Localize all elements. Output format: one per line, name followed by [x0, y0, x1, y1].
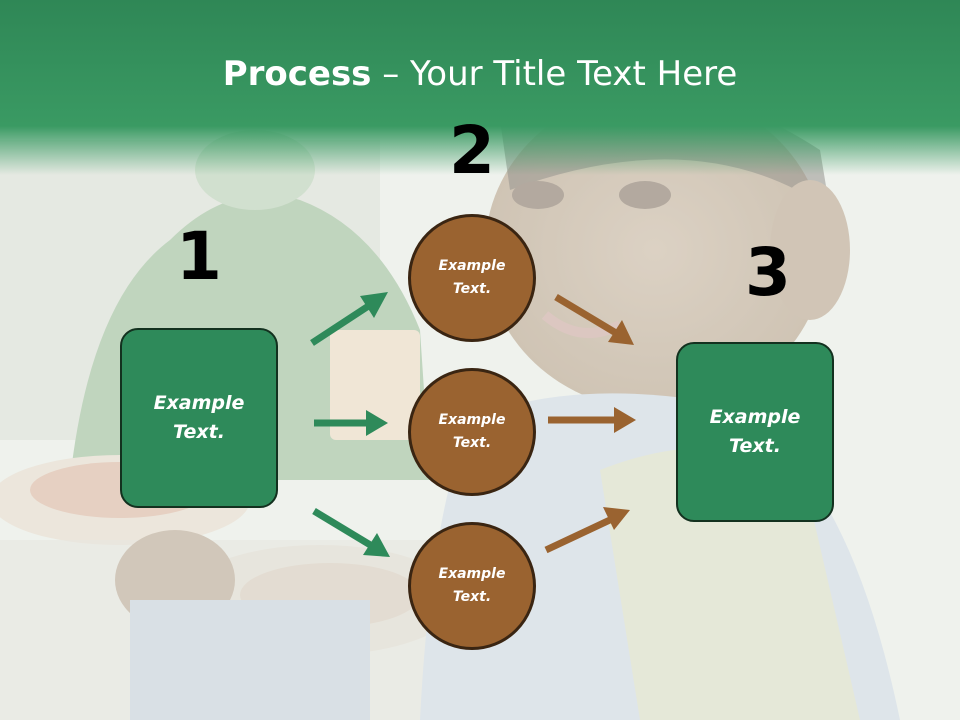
step-number-1: 1 — [176, 218, 222, 295]
step-1-box: Example Text. — [120, 328, 278, 508]
title-bold: Process — [222, 54, 372, 94]
arrow-circle-1-to-3 — [554, 293, 634, 345]
arrow-circle-3-to-3 — [544, 507, 630, 554]
step-2-circle-2: Example Text. — [408, 368, 536, 496]
step-2-circle-3: Example Text. — [408, 522, 536, 650]
step-number-2: 2 — [449, 112, 495, 189]
arrow-1-to-circle-3 — [312, 508, 390, 557]
circle-2-text: Example Text. — [438, 412, 506, 451]
step-1-text: Example Text. — [153, 392, 245, 443]
arrow-circle-2-to-3 — [548, 407, 636, 433]
arrow-1-to-circle-1 — [310, 292, 388, 346]
arrow-1-to-circle-2 — [314, 410, 388, 436]
step-3-text: Example Text. — [709, 406, 801, 457]
step-3-box: Example Text. — [676, 342, 834, 522]
circle-1-text: Example Text. — [438, 258, 506, 297]
step-number-3: 3 — [745, 234, 791, 311]
title-rest: – Your Title Text Here — [371, 54, 738, 94]
step-2-circle-1: Example Text. — [408, 214, 536, 342]
slide-title: Process – Your Title Text Here — [0, 52, 960, 96]
circle-3-text: Example Text. — [438, 566, 506, 605]
